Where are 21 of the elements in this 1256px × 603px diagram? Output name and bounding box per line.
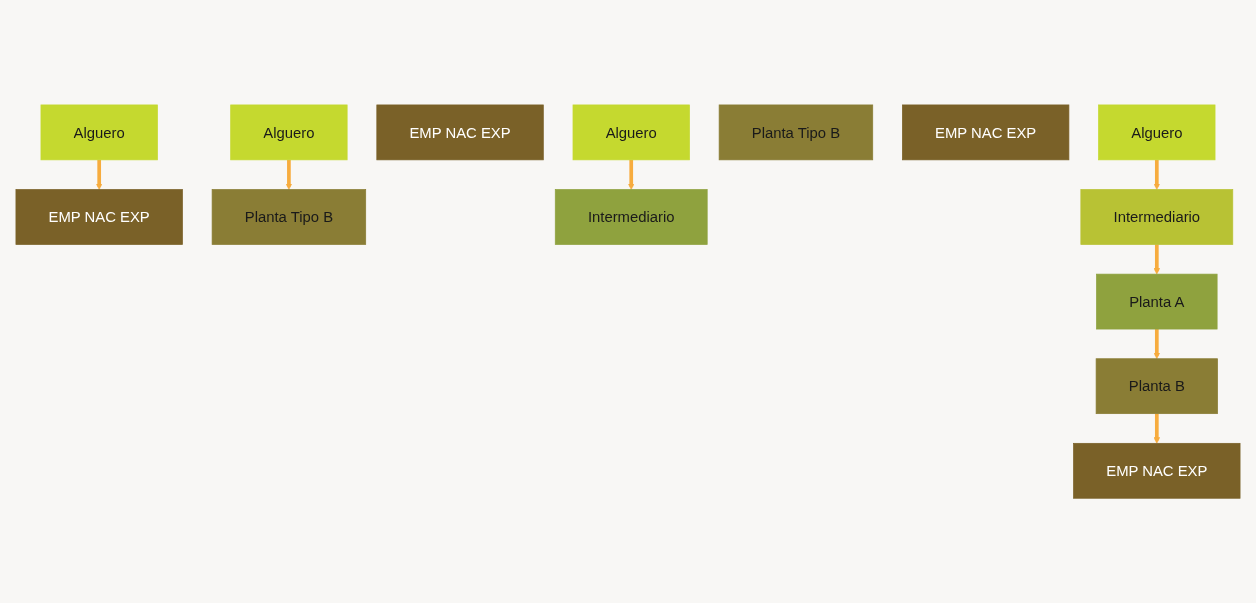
arrow [95,159,103,190]
node-box: Planta A [1096,273,1218,330]
node-box: Planta Tipo B [718,104,874,161]
node-box: Alguero [230,104,348,161]
node-box: EMP NAC EXP [376,104,544,161]
node-box: EMP NAC EXP [15,189,183,245]
node-box: Planta Tipo B [211,189,367,245]
node-box: Alguero [1098,104,1216,161]
node-box: Intermediario [554,189,708,245]
arrow [1153,328,1161,359]
arrow [1153,244,1161,275]
arrow [627,159,635,190]
node-box: EMP NAC EXP [1073,442,1241,499]
arrow [1153,413,1161,444]
node-box: Alguero [572,104,690,161]
node-box: Alguero [40,104,158,161]
node-box: EMP NAC EXP [902,104,1070,161]
arrow [1153,159,1161,190]
node-box: Intermediario [1080,189,1234,245]
node-box: Planta B [1095,358,1218,414]
arrow [285,159,293,190]
